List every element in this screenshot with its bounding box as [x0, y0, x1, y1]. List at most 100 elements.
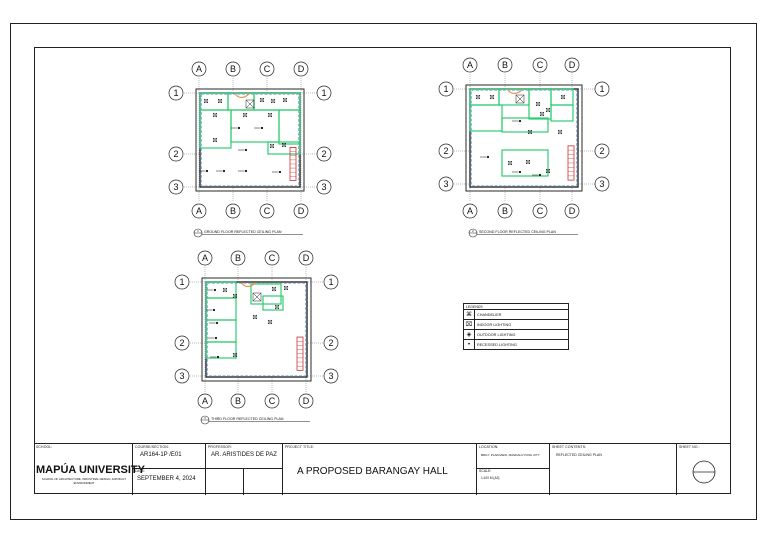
indoor-lighting-icon — [233, 353, 237, 357]
grid-bubble — [594, 143, 610, 159]
course-cell: COURSE/SECTION: AR164-1P /E01 DATE: SEPT… — [133, 444, 206, 495]
grid-label-column: D — [303, 396, 310, 406]
professor-cell: PROFESSOR: AR. ARISTIDES DE PAZ — [206, 444, 283, 495]
grid-bubble — [197, 250, 213, 266]
plan-title: GROUND FLOOR REFLECTED CEILING PLAN — [204, 230, 282, 234]
indoor-lighting-icon — [558, 130, 562, 134]
outdoor-lighting-icon: ◈ — [464, 330, 475, 339]
sheet-border — [10, 23, 757, 520]
grid-bubble — [174, 368, 190, 384]
grid-label-row: 1 — [321, 88, 326, 98]
professor-value: AR. ARISTIDES DE PAZ — [211, 452, 277, 458]
grid-bubble — [168, 146, 184, 162]
recessed-lighting-icon — [237, 126, 241, 130]
grid-bubble — [564, 57, 580, 73]
chandelier-icon: ⌘ — [464, 310, 475, 319]
indoor-lighting-icon — [252, 314, 258, 320]
indoor-lighting-icon — [272, 287, 276, 291]
grid-bubble — [438, 81, 454, 97]
grid-label-row: 2 — [599, 146, 604, 156]
indoor-lighting-icon — [222, 287, 228, 293]
school-name: MAPÚA UNIVERSITY — [36, 464, 145, 476]
professor-label: PROFESSOR: — [208, 445, 232, 449]
indoor-lighting-icon — [527, 129, 533, 135]
indoor-lighting-icon — [281, 142, 287, 148]
school-label: SCHOOL: — [36, 445, 53, 449]
room-outline — [199, 109, 232, 149]
sheet-number-cell: SHEET NO.: — [677, 444, 731, 495]
grid-bubble — [594, 81, 610, 97]
project-title: A PROPOSED BARANGAY HALL — [297, 466, 448, 477]
indoor-lighting-icon — [282, 97, 288, 103]
plan-title: THIRD FLOOR REFLECTED CEILING PLAN — [211, 417, 284, 421]
recessed-lighting-icon — [222, 169, 226, 173]
grid-label-row: 2 — [173, 149, 178, 159]
grid-bubble — [230, 393, 246, 409]
grid-bubble — [174, 274, 190, 290]
sheet-number-symbol — [692, 460, 716, 484]
grid-label-row: 2 — [321, 149, 326, 159]
chandelier-icon — [515, 94, 525, 104]
indoor-lighting-icon — [217, 98, 223, 104]
location-value: BRGY. PLAINVIEW, MANDALUYONG CITY — [481, 453, 540, 457]
grid-label-column: B — [235, 253, 241, 263]
grid-label-column: C — [269, 253, 276, 263]
chandelier-icon — [252, 292, 262, 302]
grid-label-row: 3 — [173, 182, 178, 192]
grid-label-column: B — [235, 396, 241, 406]
grid-label-column: C — [537, 206, 544, 216]
indoor-lighting-icon — [253, 315, 257, 319]
grid-label-column: D — [569, 60, 576, 70]
chandelier-icon — [515, 94, 525, 104]
indoor-lighting-icon — [560, 94, 566, 100]
grid-bubble — [191, 61, 207, 77]
door-swing — [234, 93, 250, 99]
chandelier-icon — [252, 292, 262, 302]
grid-bubble — [174, 335, 190, 351]
grid-label-column: A — [202, 396, 208, 406]
recessed-lighting-icon — [244, 169, 248, 173]
grid-label-column: C — [537, 60, 544, 70]
grid-bubble — [316, 179, 332, 195]
recessed-lighting-icon — [214, 336, 218, 340]
recessed-lighting-icon — [205, 169, 209, 173]
indoor-lighting-icon — [540, 112, 544, 116]
grid-label-column: A — [467, 60, 473, 70]
date-label: DATE: — [135, 469, 146, 473]
plan-number: 2 — [472, 229, 474, 233]
location-cell: LOCATION: BRGY. PLAINVIEW, MANDALUYONG C… — [477, 444, 550, 495]
grid-bubble — [564, 203, 580, 219]
recessed-lighting-icon — [518, 119, 522, 123]
scale-label: SCALE: — [479, 469, 492, 473]
room-outline — [262, 295, 284, 311]
indoor-lighting-icon — [475, 94, 481, 100]
outer-wall — [201, 277, 312, 382]
recessed-lighting-icon — [518, 170, 522, 174]
legend-label: OUTDOOR LIGHTING — [477, 332, 516, 337]
grid-label-row: 3 — [328, 371, 333, 381]
door-swing — [240, 282, 256, 288]
grid-label-row: 1 — [328, 277, 333, 287]
school-cell: SCHOOL: MAPÚA UNIVERSITY SCHOOL OF ARCHI… — [34, 444, 145, 495]
grid-label-row: 2 — [179, 338, 184, 348]
indoor-lighting-icon — [242, 112, 248, 118]
indoor-lighting-icon — [275, 305, 279, 309]
recessed-lighting-icon — [216, 355, 220, 359]
indoor-lighting-icon — [526, 160, 530, 164]
contents-label: SHEET CONTENTS: — [552, 445, 587, 449]
room-outline — [267, 141, 301, 155]
grid-label-column: C — [269, 396, 276, 406]
recessed-lighting-icon — [278, 170, 282, 174]
indoor-lighting-icon — [490, 95, 494, 99]
grid-label-column: D — [298, 64, 305, 74]
grid-label-column: D — [303, 253, 310, 263]
recessed-lighting-icon: • — [464, 340, 475, 349]
indoor-lighting-icon — [270, 144, 274, 148]
indoor-lighting-icon — [232, 352, 238, 358]
grid-bubble — [225, 61, 241, 77]
contents-value: REFLECTED CEILING PLAN — [556, 453, 602, 457]
indoor-lighting-icon — [545, 107, 551, 113]
room-outline — [278, 109, 301, 145]
